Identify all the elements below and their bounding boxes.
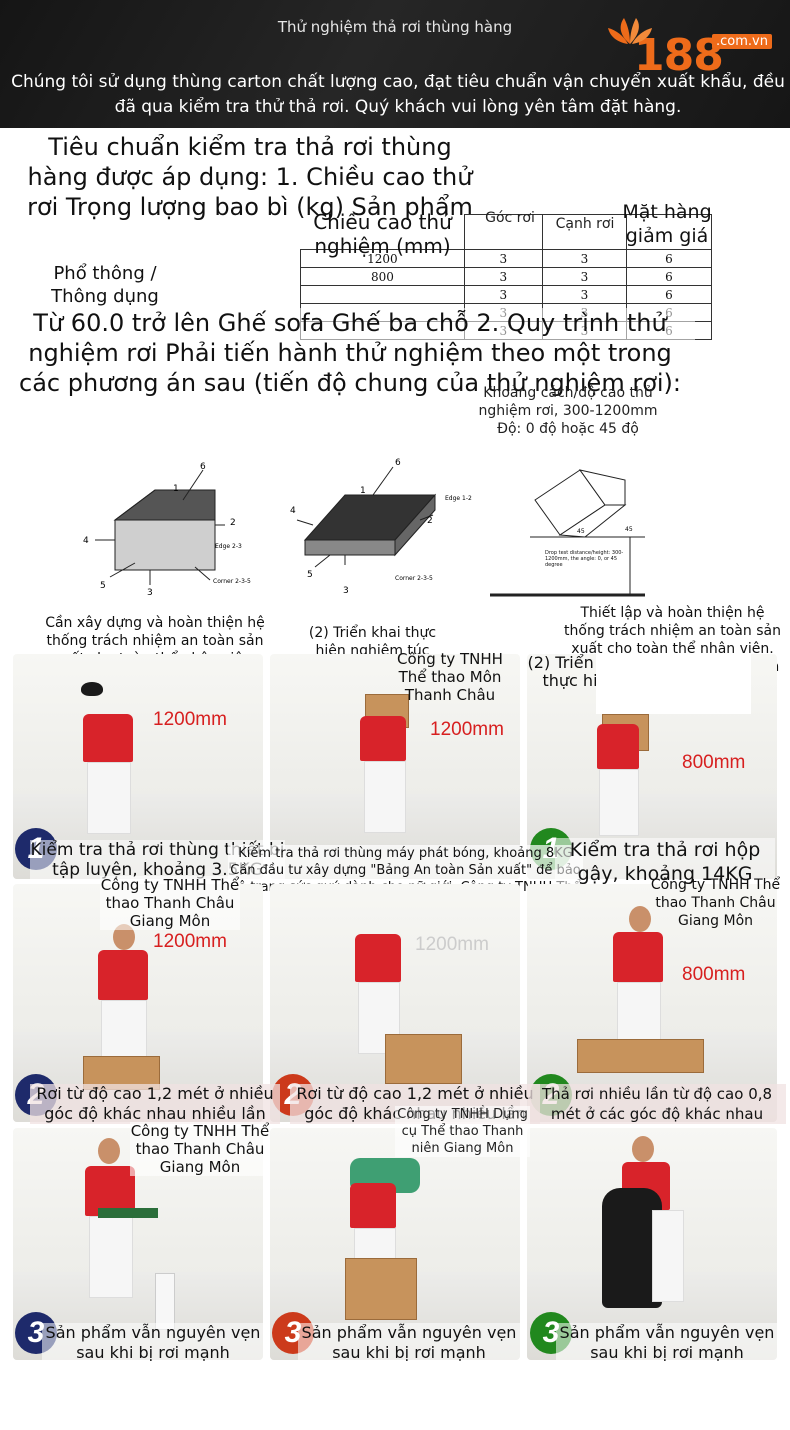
company-label: Công ty TNHH Dụng cụ Thể thao Thanh niên… [395,1106,530,1157]
table-row: 3 3 6 [300,285,713,304]
diagram-label: 3 [343,586,349,596]
diagram-caption: Drop test distance/height: 300-1200mm, t… [545,550,624,568]
photo-drop-machine: 1200mm [270,654,520,879]
caption-intact: Sản phẩm vẫn nguyên vẹn sau khi bị rơi m… [298,1323,520,1363]
diagram-label: Corner 2-3-5 [213,578,251,585]
photo-intact-3 [527,1128,777,1360]
diagram-label: 45 [625,526,633,533]
diagram-label: Corner 2-3-5 [395,575,433,582]
height-label: 800mm [682,752,746,773]
caption-drop-angle-3: Thả rơi nhiều lần từ độ cao 0,8 mét ở cá… [528,1084,786,1124]
table-cell: 6 [625,267,713,286]
table-cell: 6 [625,285,713,304]
company-label: Công ty TNHH Thể thao Môn Thanh Châu [397,650,503,704]
caption-club-box: Kiểm tra thả rơi hộp gậy, khoảng 14KG [555,838,775,886]
diagram-label: Edge 2-3 [215,543,242,550]
diagram-label: 6 [395,458,401,468]
procedure-text: Từ 60.0 trở lên Ghế sofa Ghế ba chỗ 2. Q… [5,308,695,398]
company-label: Công ty TNHH Thể thao Thanh Châu Giang M… [130,1122,270,1176]
diagram-label: 5 [307,570,313,580]
diagram-label: 1 [173,484,179,494]
height-label: 800mm [682,964,746,985]
height-label: 1200mm [415,934,489,955]
table-cell: 3 [463,249,543,268]
height-label: 1200mm [430,719,504,740]
table-cell: 3 [541,267,627,286]
table-cell [300,285,465,304]
diagram-label: 4 [83,536,89,546]
diagram-label: 2 [427,516,433,526]
photo-intact-2 [270,1128,520,1360]
page-title: Thử nghiệm thả rơi thùng hàng [277,18,513,36]
diagram-label: 1 [360,486,366,496]
table-cell: 1200 [300,249,465,268]
diagram-label: 45 [577,528,585,535]
diagram-label: 2 [230,518,236,528]
table-header-edge: Cạnh rơi [555,216,615,232]
height-label: 1200mm [153,931,227,952]
diagram-label: 5 [100,581,106,591]
caption-drop-angle-1: Rơi từ độ cao 1,2 mét ở nhiều góc độ khá… [30,1084,280,1124]
height-label: 1200mm [153,709,227,730]
photo-drop-angle-3: 800mm [527,884,777,1122]
drop-angle-diagram: 45 45 Drop test distance/height: 300-120… [490,469,645,597]
table-header-surface: Mặt hàng giảm giá [622,201,712,247]
company-label: Công ty TNHH Thể thao Thanh Châu Giang M… [650,877,781,929]
table-cell: 800 [300,267,465,286]
table-header-corner: Góc rơi [485,210,535,226]
caption-intact: Sản phẩm vẫn nguyên vẹn sau khi bị rơi m… [42,1323,264,1363]
diagram-label: 3 [147,588,153,598]
header-description: Chúng tôi sử dụng thùng carton chất lượn… [11,72,785,117]
diagram-label: 6 [200,462,206,472]
caption-intact: Sản phẩm vẫn nguyên vẹn sau khi bị rơi m… [556,1323,778,1363]
lotus-logo-icon [608,18,652,44]
table-cell: 3 [541,285,627,304]
table-cell: 3 [463,267,543,286]
box-diagram-corner: 6 1 2 4 5 3 Edge 2-3 Corner 2-3-5 [83,462,251,598]
diagram-label: Edge 1-2 [445,495,472,502]
table-cell: 3 [463,285,543,304]
diagram-label: 4 [290,506,296,516]
table-row: 800 3 3 6 [300,267,713,286]
box-diagram-edge: 6 1 2 4 5 3 Edge 1-2 Corner 2-3-5 [290,458,472,596]
table-cell: 3 [541,249,627,268]
standards-title: Tiêu chuẩn kiểm tra thả rơi thùng hàng đ… [27,133,473,221]
logo-domain: .com.vn [712,34,772,49]
logo-number: 188 [634,30,724,81]
table-header-height: Chiều cao thử nghiệm (mm) [313,210,452,258]
company-label: Công ty TNHH Thể thao Thanh Châu Giang M… [100,876,240,930]
category-label: Phổ thông / Thông dụng [51,263,159,307]
header-banner [0,0,790,128]
table-cell: 6 [625,249,713,268]
angle-note: Khoảng cách/độ cao thử nghiệm rơi, 300-1… [478,385,658,437]
